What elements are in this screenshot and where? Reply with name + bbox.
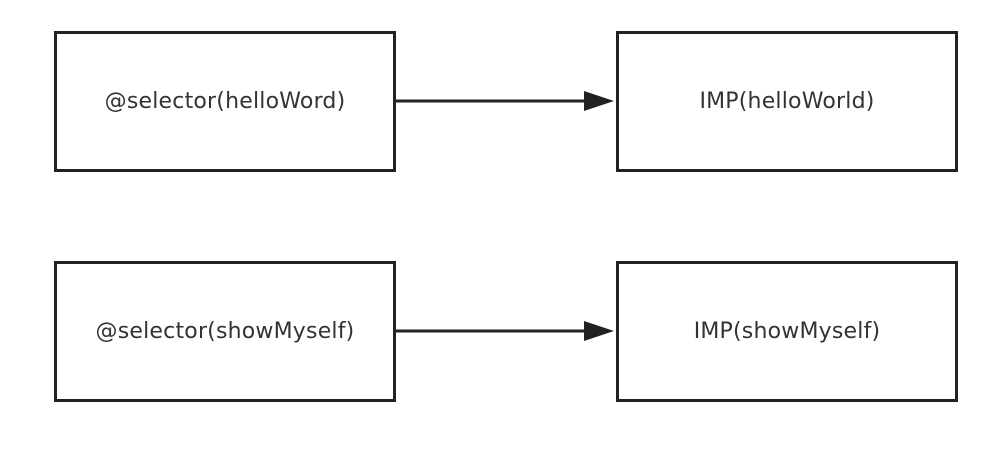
- node-selector-helloword: @selector(helloWord): [54, 31, 396, 172]
- node-label: @selector(helloWord): [104, 89, 346, 114]
- node-imp-helloworld: IMP(helloWorld): [616, 31, 958, 172]
- node-selector-showmyself: @selector(showMyself): [54, 261, 396, 402]
- edge-selector-helloword-to-imp-helloworld: [396, 91, 614, 111]
- arrowhead-icon: [584, 321, 614, 341]
- node-label: IMP(showMyself): [693, 319, 881, 344]
- node-imp-showmyself: IMP(showMyself): [616, 261, 958, 402]
- node-label: IMP(helloWorld): [699, 89, 875, 114]
- node-label: @selector(showMyself): [95, 319, 355, 344]
- arrowhead-icon: [584, 91, 614, 111]
- edge-selector-showmyself-to-imp-showmyself: [396, 321, 614, 341]
